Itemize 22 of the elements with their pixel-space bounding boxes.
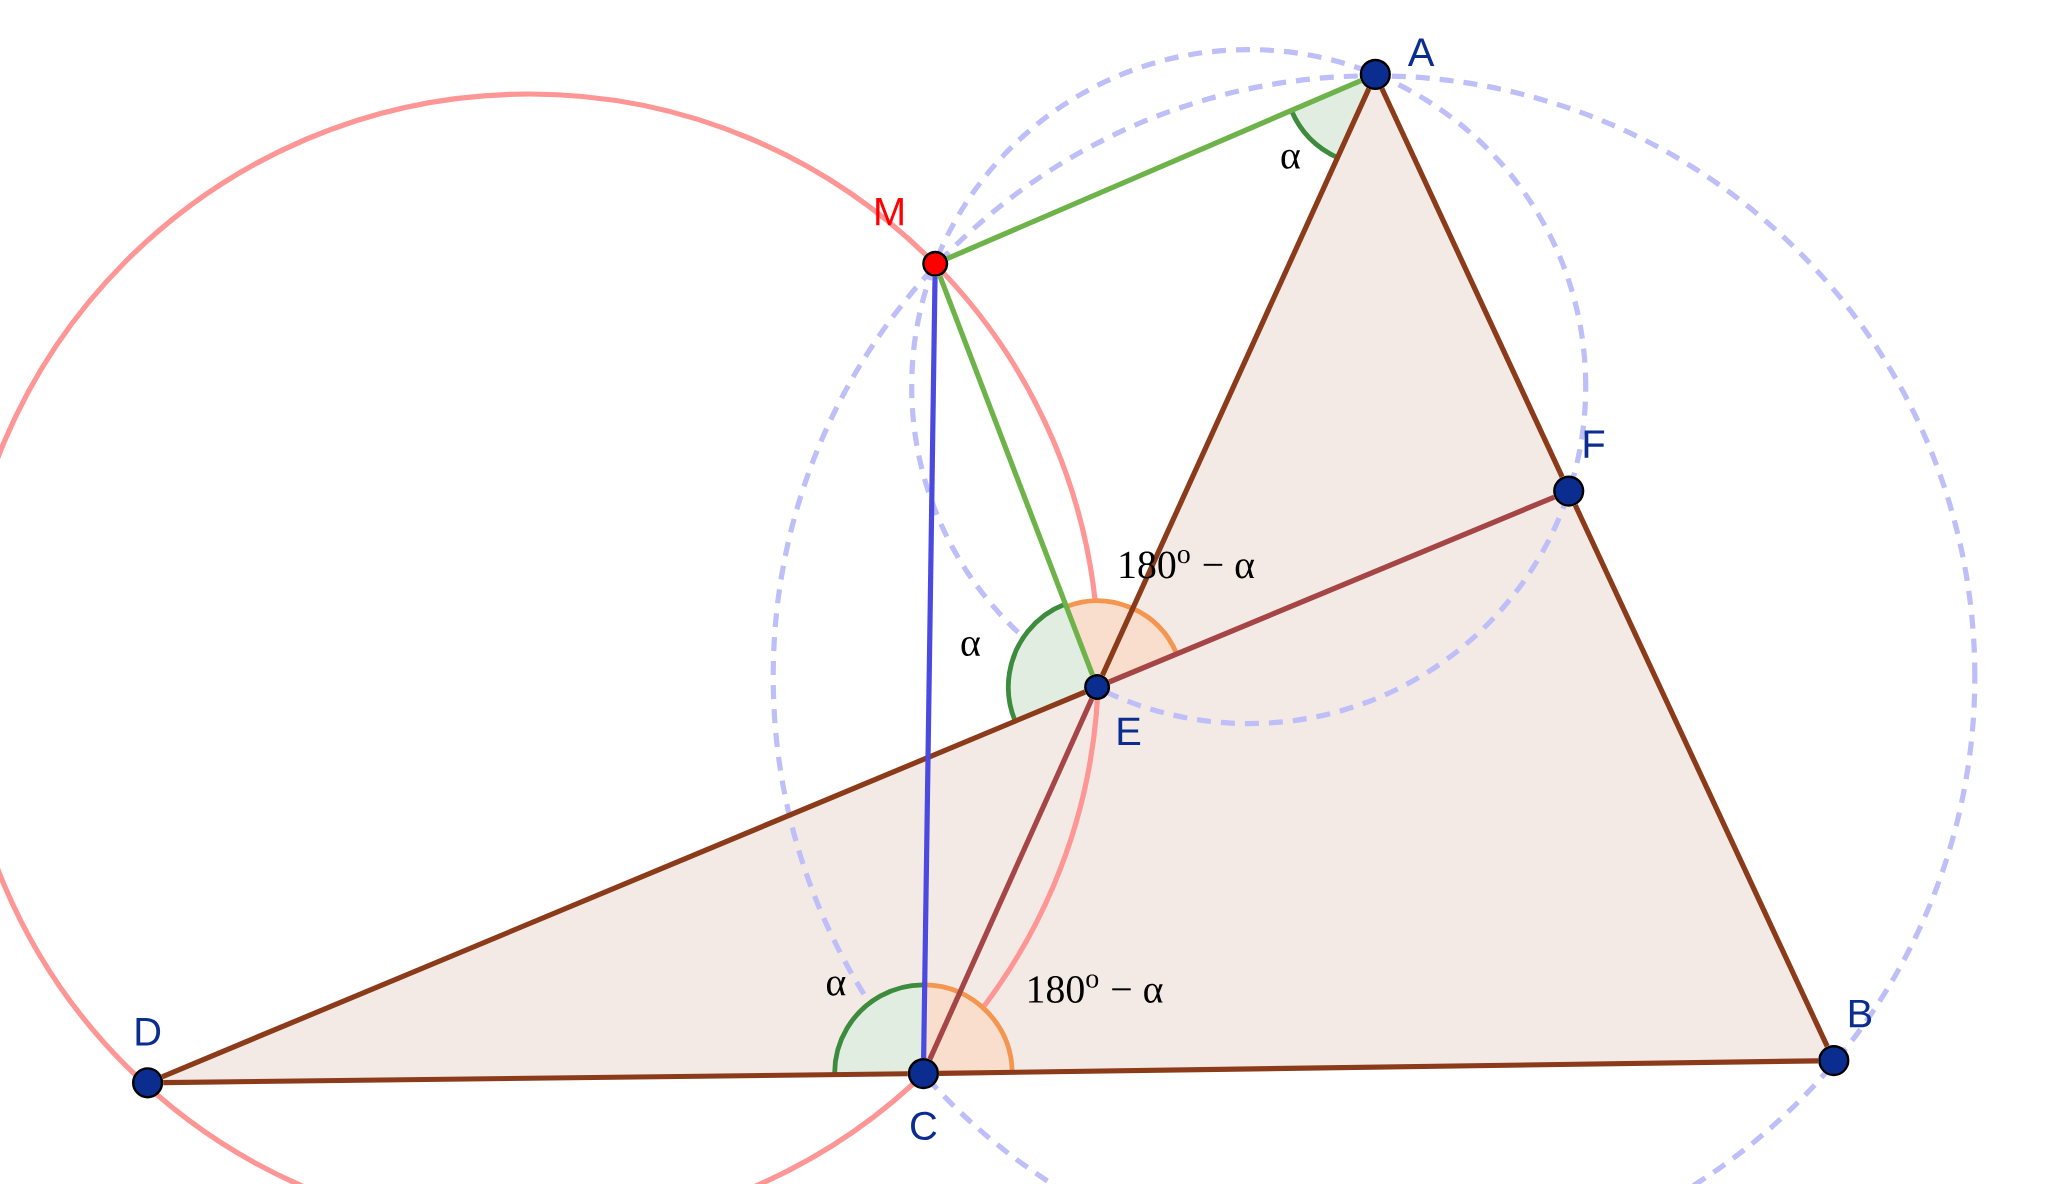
segment xyxy=(1379,87,1565,479)
point-label: M xyxy=(876,197,903,226)
segment xyxy=(1108,494,1556,685)
angle-label: 180$^{o}$ − α xyxy=(1029,974,1163,1003)
point-label: C xyxy=(911,1111,937,1140)
segment xyxy=(161,689,1087,1080)
point-label: B xyxy=(1849,999,1872,1028)
angle-label: α xyxy=(961,636,980,657)
point-label: E xyxy=(1118,717,1141,746)
point-label: A xyxy=(1407,38,1435,66)
segment xyxy=(938,1058,1819,1076)
angle-label: α xyxy=(827,976,846,996)
segment xyxy=(921,276,938,1058)
segment xyxy=(937,275,1095,676)
point-label: D xyxy=(136,1018,161,1046)
point-label: F xyxy=(1584,430,1605,458)
segment xyxy=(163,1071,908,1086)
segment xyxy=(1100,87,1372,677)
angle-label: α xyxy=(1281,149,1300,169)
segment xyxy=(927,697,1095,1061)
segment xyxy=(946,78,1362,262)
segment xyxy=(1572,504,1830,1048)
